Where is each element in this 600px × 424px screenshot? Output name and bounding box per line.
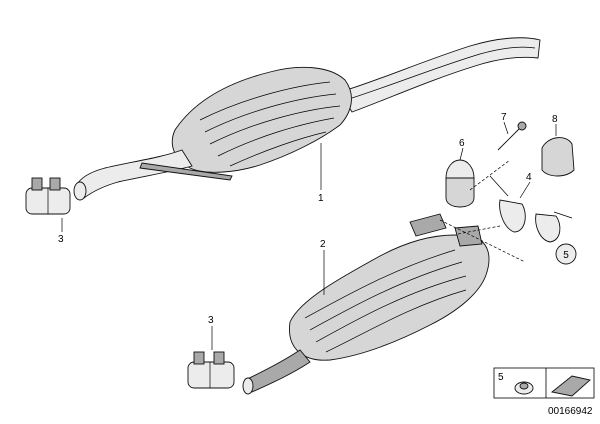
leader-6 (459, 147, 464, 161)
callout-6: 6 (459, 138, 465, 149)
callout-7: 7 (501, 112, 507, 123)
screw-shaft (497, 127, 521, 151)
damper-side (445, 177, 475, 208)
center-silencer-body (171, 66, 352, 173)
rear-silencer-assembly[interactable] (242, 213, 490, 395)
rear-mount-tab (454, 225, 483, 247)
rear-silencer-inlet-end (242, 377, 254, 395)
callout-3-front: 3 (58, 234, 64, 245)
rear-mount-tab (409, 213, 447, 237)
silencer-rib (217, 117, 335, 157)
connection-lines (439, 159, 526, 263)
leader-7 (503, 121, 509, 135)
callout-2: 2 (320, 239, 326, 250)
front-pipe-upper (339, 37, 541, 113)
hanger-arm (489, 175, 509, 197)
pipe-end (73, 181, 87, 201)
rear-silencer-inlet (244, 349, 311, 393)
silencer-rib (204, 93, 337, 133)
dashed-line (439, 219, 526, 263)
silencer-rib (199, 81, 331, 121)
callout-1: 1 (318, 193, 324, 204)
clamp-rear[interactable] (187, 351, 235, 389)
clamp-front-bolt (31, 177, 43, 191)
hanger[interactable] (489, 175, 573, 243)
front-pipe-shading (351, 46, 536, 99)
heat-shield-bracket (139, 162, 233, 181)
rear-silencer-rib (325, 289, 467, 353)
callout-3-rear: 3 (208, 315, 214, 326)
screw-head (517, 121, 527, 131)
screw[interactable] (497, 121, 527, 151)
hanger-arm (553, 211, 573, 219)
clamp-front[interactable] (25, 177, 71, 215)
hanger-left (499, 199, 526, 233)
damper[interactable] (445, 159, 475, 208)
clamp-front-bolt (49, 177, 61, 191)
inset-box: 5 (493, 367, 595, 399)
silencer-rib (209, 105, 341, 145)
rear-silencer-rib (309, 261, 463, 331)
rubber-mount[interactable]: 5 (555, 243, 577, 265)
callout-8: 8 (552, 114, 558, 125)
rubber-mount-label: 5 (563, 250, 569, 261)
dashed-line (457, 225, 501, 235)
clamp-rear-band (187, 361, 235, 389)
silencer-rib (229, 131, 327, 167)
rear-silencer-rib (304, 249, 456, 319)
hanger-right (535, 213, 561, 243)
clamp-rear-bolt (213, 351, 225, 365)
dashed-line (469, 159, 511, 191)
inset-rubber-mount-hole (519, 382, 529, 390)
clamp-rear-bolt (193, 351, 205, 365)
center-silencer-assembly[interactable] (73, 37, 541, 201)
drawing-number: 00166942 (548, 406, 593, 417)
inset-shim-icon (550, 375, 591, 397)
cap[interactable] (541, 137, 575, 177)
cap-body (541, 137, 575, 177)
rear-silencer-body (289, 234, 490, 361)
leader-lines (61, 121, 557, 350)
callout-4: 4 (526, 172, 532, 183)
rear-silencer-rib (315, 275, 467, 343)
inset-callout-5: 5 (498, 372, 504, 383)
front-pipe-lower (75, 149, 193, 199)
leader-4 (519, 181, 531, 199)
rubber-mount-ring (555, 243, 577, 265)
